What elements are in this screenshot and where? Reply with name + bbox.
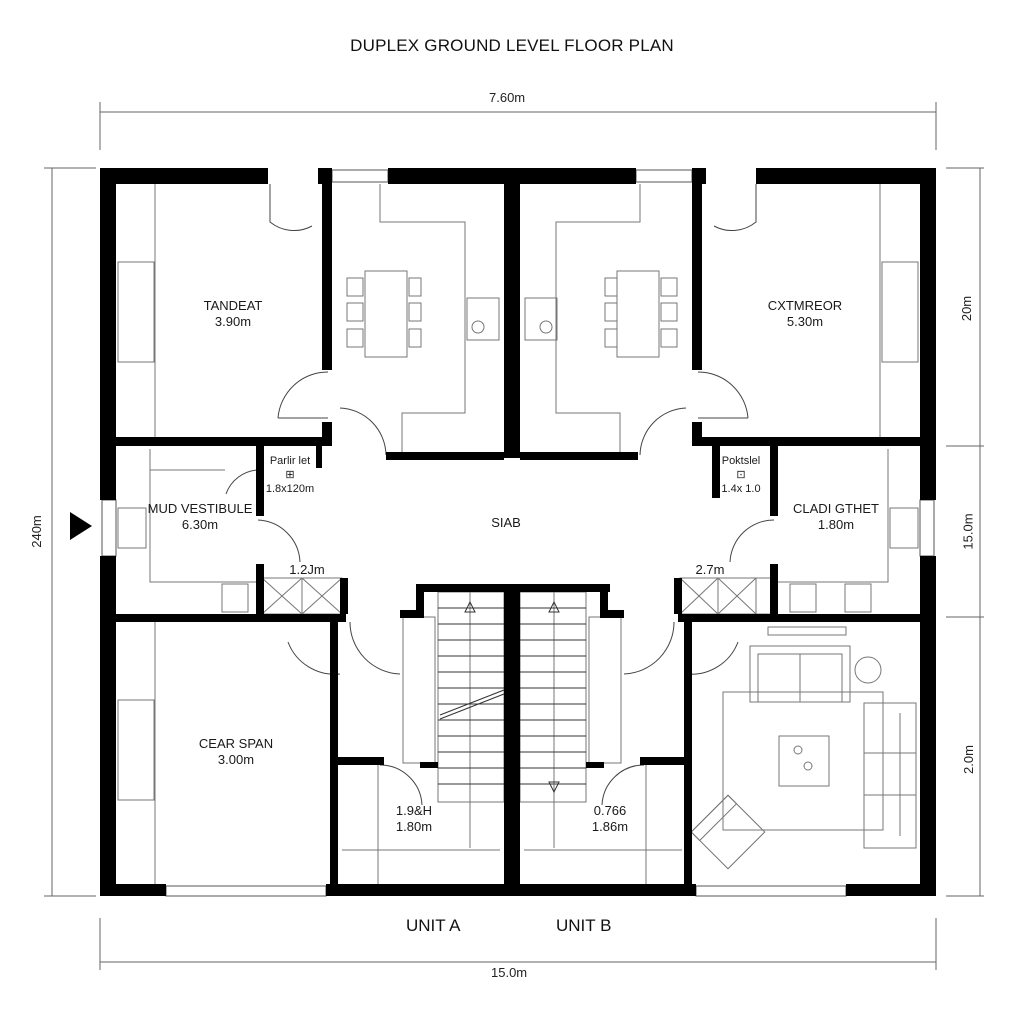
room-name: CLADI GTHET: [793, 501, 879, 516]
room-mud-vestibule: MUD VESTIBULE 6.30m: [148, 501, 253, 533]
room-stair-left: 1.9&H 1.80m: [396, 803, 432, 835]
walls: [100, 168, 936, 896]
room-pantry-left: Parlir let ⊞ 1.8x120m: [266, 454, 314, 496]
room-name: Poktslel: [721, 455, 761, 467]
dimension-bottom: 15.0m: [491, 965, 528, 980]
room-size: 1.4x 1.0: [721, 483, 761, 495]
room-size: 5.30m: [786, 314, 824, 329]
windows: [101, 169, 935, 897]
room-name: TANDEAT: [203, 298, 263, 313]
room-name: MUD VESTIBULE: [147, 501, 253, 516]
room-size: 2.7m: [695, 562, 725, 577]
room-name: 0.766: [593, 803, 627, 818]
cabinet-icon: ⊡: [736, 469, 746, 481]
room-center-hall: SIAB: [491, 515, 521, 531]
room-top-right: CXTMREOR 5.30m: [768, 298, 842, 330]
room-name: CXTMREOR: [767, 298, 843, 313]
dimension-lines: [44, 102, 984, 970]
room-size: 1.80m: [817, 517, 855, 532]
room-size: 3.00m: [217, 752, 255, 767]
room-right-mid: CLADI GTHET 1.80m: [793, 501, 879, 533]
room-size: 1.2Jm: [289, 562, 325, 577]
stairs-up-arrow-icon: [464, 600, 476, 613]
unit-b-label: UNIT B: [556, 916, 612, 935]
room-name: SIAB: [491, 515, 521, 530]
room-size: 1.8x120m: [265, 483, 315, 495]
room-closet-right: 2.7m: [696, 562, 725, 578]
interior-details: [117, 184, 919, 884]
room-name: Parlir let: [269, 455, 311, 467]
stair-treads: [438, 607, 586, 785]
room-closet-left: 1.2Jm: [289, 562, 324, 578]
room-size: 6.30m: [181, 517, 219, 532]
stairs-up-arrow-icon-right: [548, 600, 560, 613]
room-bottom-left: CEAR SPAN 3.00m: [199, 736, 273, 768]
room-size: 1.80m: [395, 819, 433, 834]
room-name: 1.9&H: [395, 803, 433, 818]
room-top-left: TANDEAT 3.90m: [204, 298, 263, 330]
room-name: CEAR SPAN: [198, 736, 274, 751]
room-stair-right: 0.766 1.86m: [592, 803, 628, 835]
entry-triangle-icon: [70, 512, 92, 540]
stairs-down-arrow-icon: [548, 781, 560, 794]
cabinet-icon: ⊞: [285, 469, 295, 481]
room-size: 3.90m: [214, 314, 252, 329]
plan-title: DUPLEX GROUND LEVEL FLOOR PLAN: [350, 36, 674, 55]
dimension-top: 7.60m: [489, 90, 526, 105]
room-pantry-right: Poktslel ⊡ 1.4x 1.0: [721, 454, 760, 496]
room-size: 1.86m: [591, 819, 629, 834]
unit-a-label: UNIT A: [406, 916, 461, 935]
